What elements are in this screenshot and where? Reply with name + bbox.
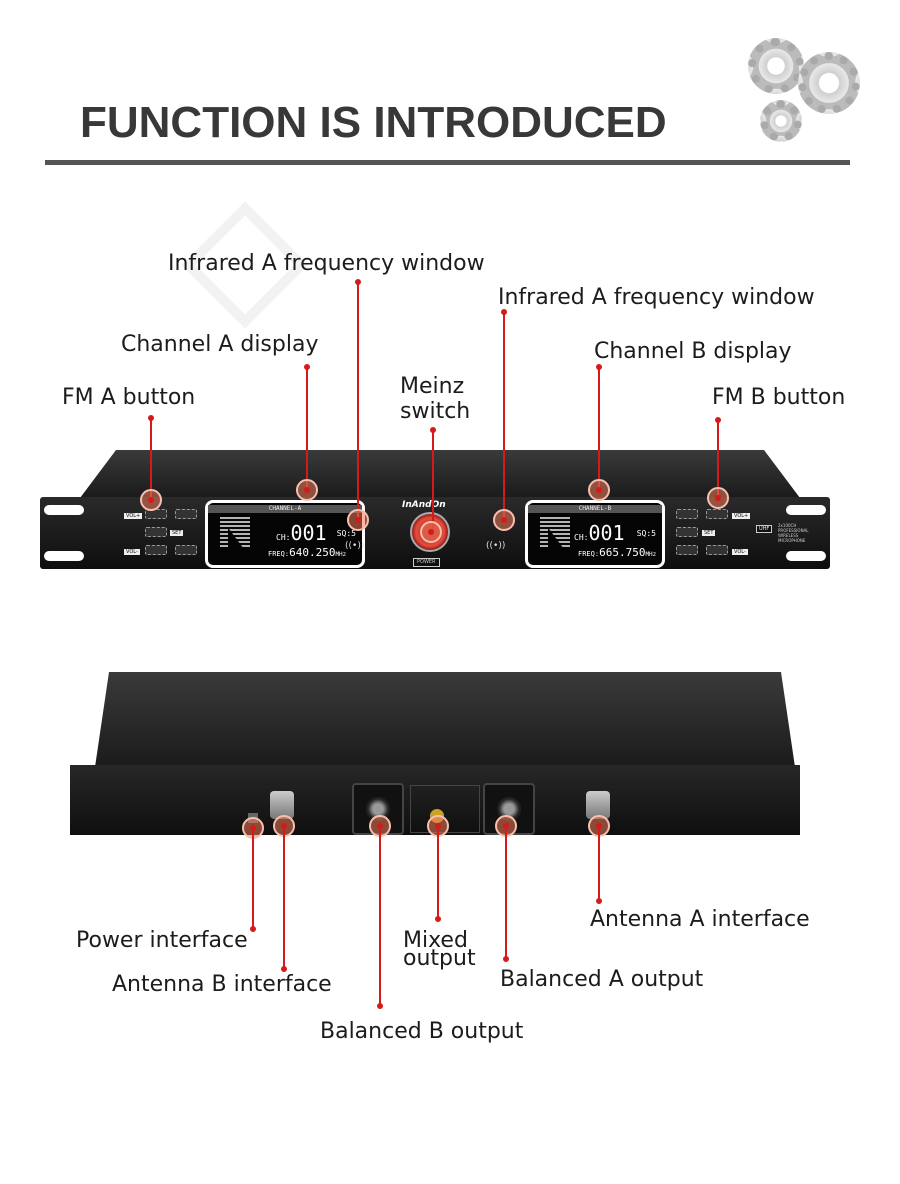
- freq-label: FREQ:: [268, 550, 290, 558]
- callout-channel-b: Channel B display: [594, 339, 792, 364]
- ch-label: CH:: [276, 533, 291, 542]
- infrared-a-window: ((•)): [345, 541, 365, 551]
- uhf-badge: UHF: [756, 525, 773, 533]
- down-a-button[interactable]: [145, 545, 167, 555]
- callout-channel-a: Channel A display: [121, 332, 319, 357]
- page-title: FUNCTION IS INTRODUCED: [80, 98, 667, 147]
- callout-power: Power interface: [76, 928, 248, 953]
- callout-balanced-b: Balanced B output: [320, 1019, 524, 1044]
- callout-fm-b: FM B button: [712, 385, 846, 410]
- channel-b-display: CHANNEL-B CH:001 SQ:5 FREQ:665.750MHz: [525, 500, 665, 568]
- channel-a-sq: SQ:5: [336, 529, 356, 538]
- channel-b-sq: SQ:5: [636, 529, 656, 538]
- antenna-b-connector: [270, 791, 294, 819]
- vol-down-a-label: VOL-: [124, 549, 140, 555]
- fm-b-button[interactable]: [706, 509, 728, 519]
- vol-down-b-label: VOL-: [732, 549, 748, 555]
- callout-balanced-a: Balanced A output: [500, 967, 704, 992]
- vol-up-b-label: VOL+: [732, 513, 751, 519]
- channel-b-head: CHANNEL-B: [528, 505, 662, 513]
- up-b-button[interactable]: [676, 509, 698, 519]
- freq-unit: MHz: [335, 551, 347, 558]
- set-a-button[interactable]: [145, 527, 167, 537]
- brand-logo: InAndOn: [402, 500, 446, 510]
- vol-down-b-button[interactable]: [706, 545, 728, 555]
- channel-b-number: 001: [588, 521, 625, 545]
- channel-b-freq: 665.750: [599, 546, 646, 559]
- model-text: 2x100CH PROFESSIONAL WIRELESS MICROPHONE: [778, 523, 809, 543]
- freq-label: FREQ:: [578, 550, 600, 558]
- channel-a-display: CHANNEL-A CH:001 SQ:5 FREQ:640.250MHz: [205, 500, 365, 568]
- ch-label: CH:: [574, 533, 589, 542]
- channel-a-freq: 640.250: [289, 546, 336, 559]
- vol-down-a-button[interactable]: [175, 545, 197, 555]
- freq-unit: MHz: [645, 551, 657, 558]
- callout-infrared-a-1: Infrared A frequency window: [168, 251, 485, 276]
- channel-a-head: CHANNEL-A: [208, 505, 362, 513]
- set-b-label: SET: [702, 530, 716, 536]
- power-label: POWER: [413, 558, 440, 567]
- infrared-b-window: ((•)): [486, 541, 506, 551]
- vol-up-a-label: VOL+: [124, 513, 143, 519]
- callout-antenna-b: Antenna B interface: [112, 972, 332, 997]
- callout-fm-a: FM A button: [62, 385, 196, 410]
- down-b-button[interactable]: [676, 545, 698, 555]
- callout-meinz: Meinz switch: [400, 374, 471, 424]
- channel-a-number: 001: [290, 521, 327, 545]
- set-b-button[interactable]: [676, 527, 698, 537]
- title-divider: [45, 160, 850, 165]
- set-a-label: SET: [170, 530, 184, 536]
- callout-mixed: Mixed output: [403, 928, 476, 971]
- up-a-button[interactable]: [175, 509, 197, 519]
- antenna-a-connector: [586, 791, 610, 819]
- callout-antenna-a: Antenna A interface: [590, 907, 810, 932]
- callout-infrared-a-2: Infrared A frequency window: [498, 285, 815, 310]
